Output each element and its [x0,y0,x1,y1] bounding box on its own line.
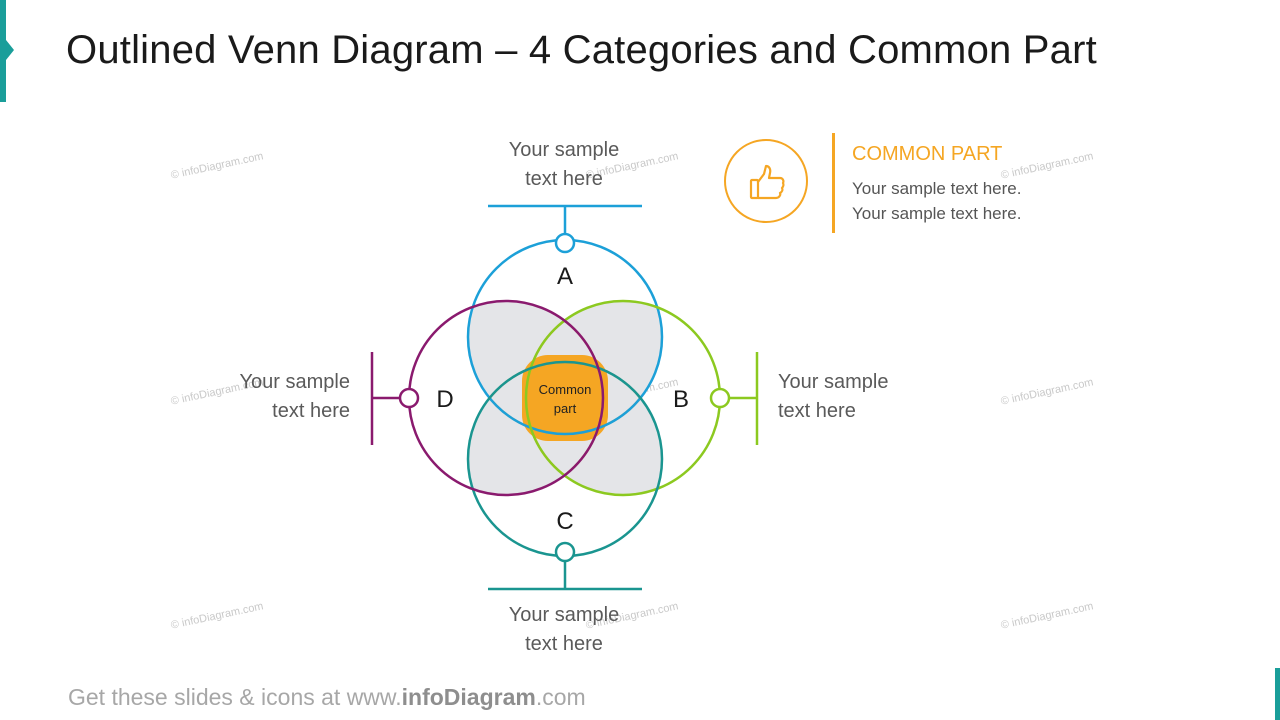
letter-d: D [436,386,453,413]
connector-node [554,232,576,254]
label-d: Your sample text here [239,371,350,422]
common-part-text-line1: Your sample text here. [852,179,1022,198]
accent-bar [0,0,6,102]
label-c: Your sample text here [508,604,620,655]
corner-bar [1275,668,1280,720]
common-part-shape [522,355,608,441]
label-b: Your sample text here [778,371,889,422]
connector-node [398,387,420,409]
thumbs-up-icon [749,164,785,200]
footer-brand: infoDiagram [401,684,536,710]
letter-c: C [556,508,573,535]
common-part-divider [832,133,835,233]
common-part-title: COMMON PART [852,143,1003,165]
letter-a: A [557,263,573,290]
label-a: Your sample text here [508,139,620,190]
footer-prefix: Get these slides & icons at www. [68,684,402,710]
accent-notch [6,40,14,60]
letter-b: B [673,386,689,413]
connector-node [554,541,576,563]
common-part-text: Your sample text here. Your sample text … [852,176,1021,226]
overlap-regions [468,301,662,495]
footer-suffix: .com [535,684,586,710]
footer: Get these slides & icons at www.infoDiag… [68,684,586,711]
connector-a [488,204,642,254]
common-part-icon-badge [724,139,808,223]
common-part-text-line2: Your sample text here. [852,204,1022,223]
slide-title: Outlined Venn Diagram – 4 Categories and… [66,28,1097,72]
common-part-line1: Common [539,382,592,397]
connector-node [709,387,731,409]
common-part-line2: part [554,401,577,416]
overlap-da [468,301,603,434]
connector-b [709,352,759,445]
connector-c [488,541,642,591]
connector-d [370,352,420,445]
